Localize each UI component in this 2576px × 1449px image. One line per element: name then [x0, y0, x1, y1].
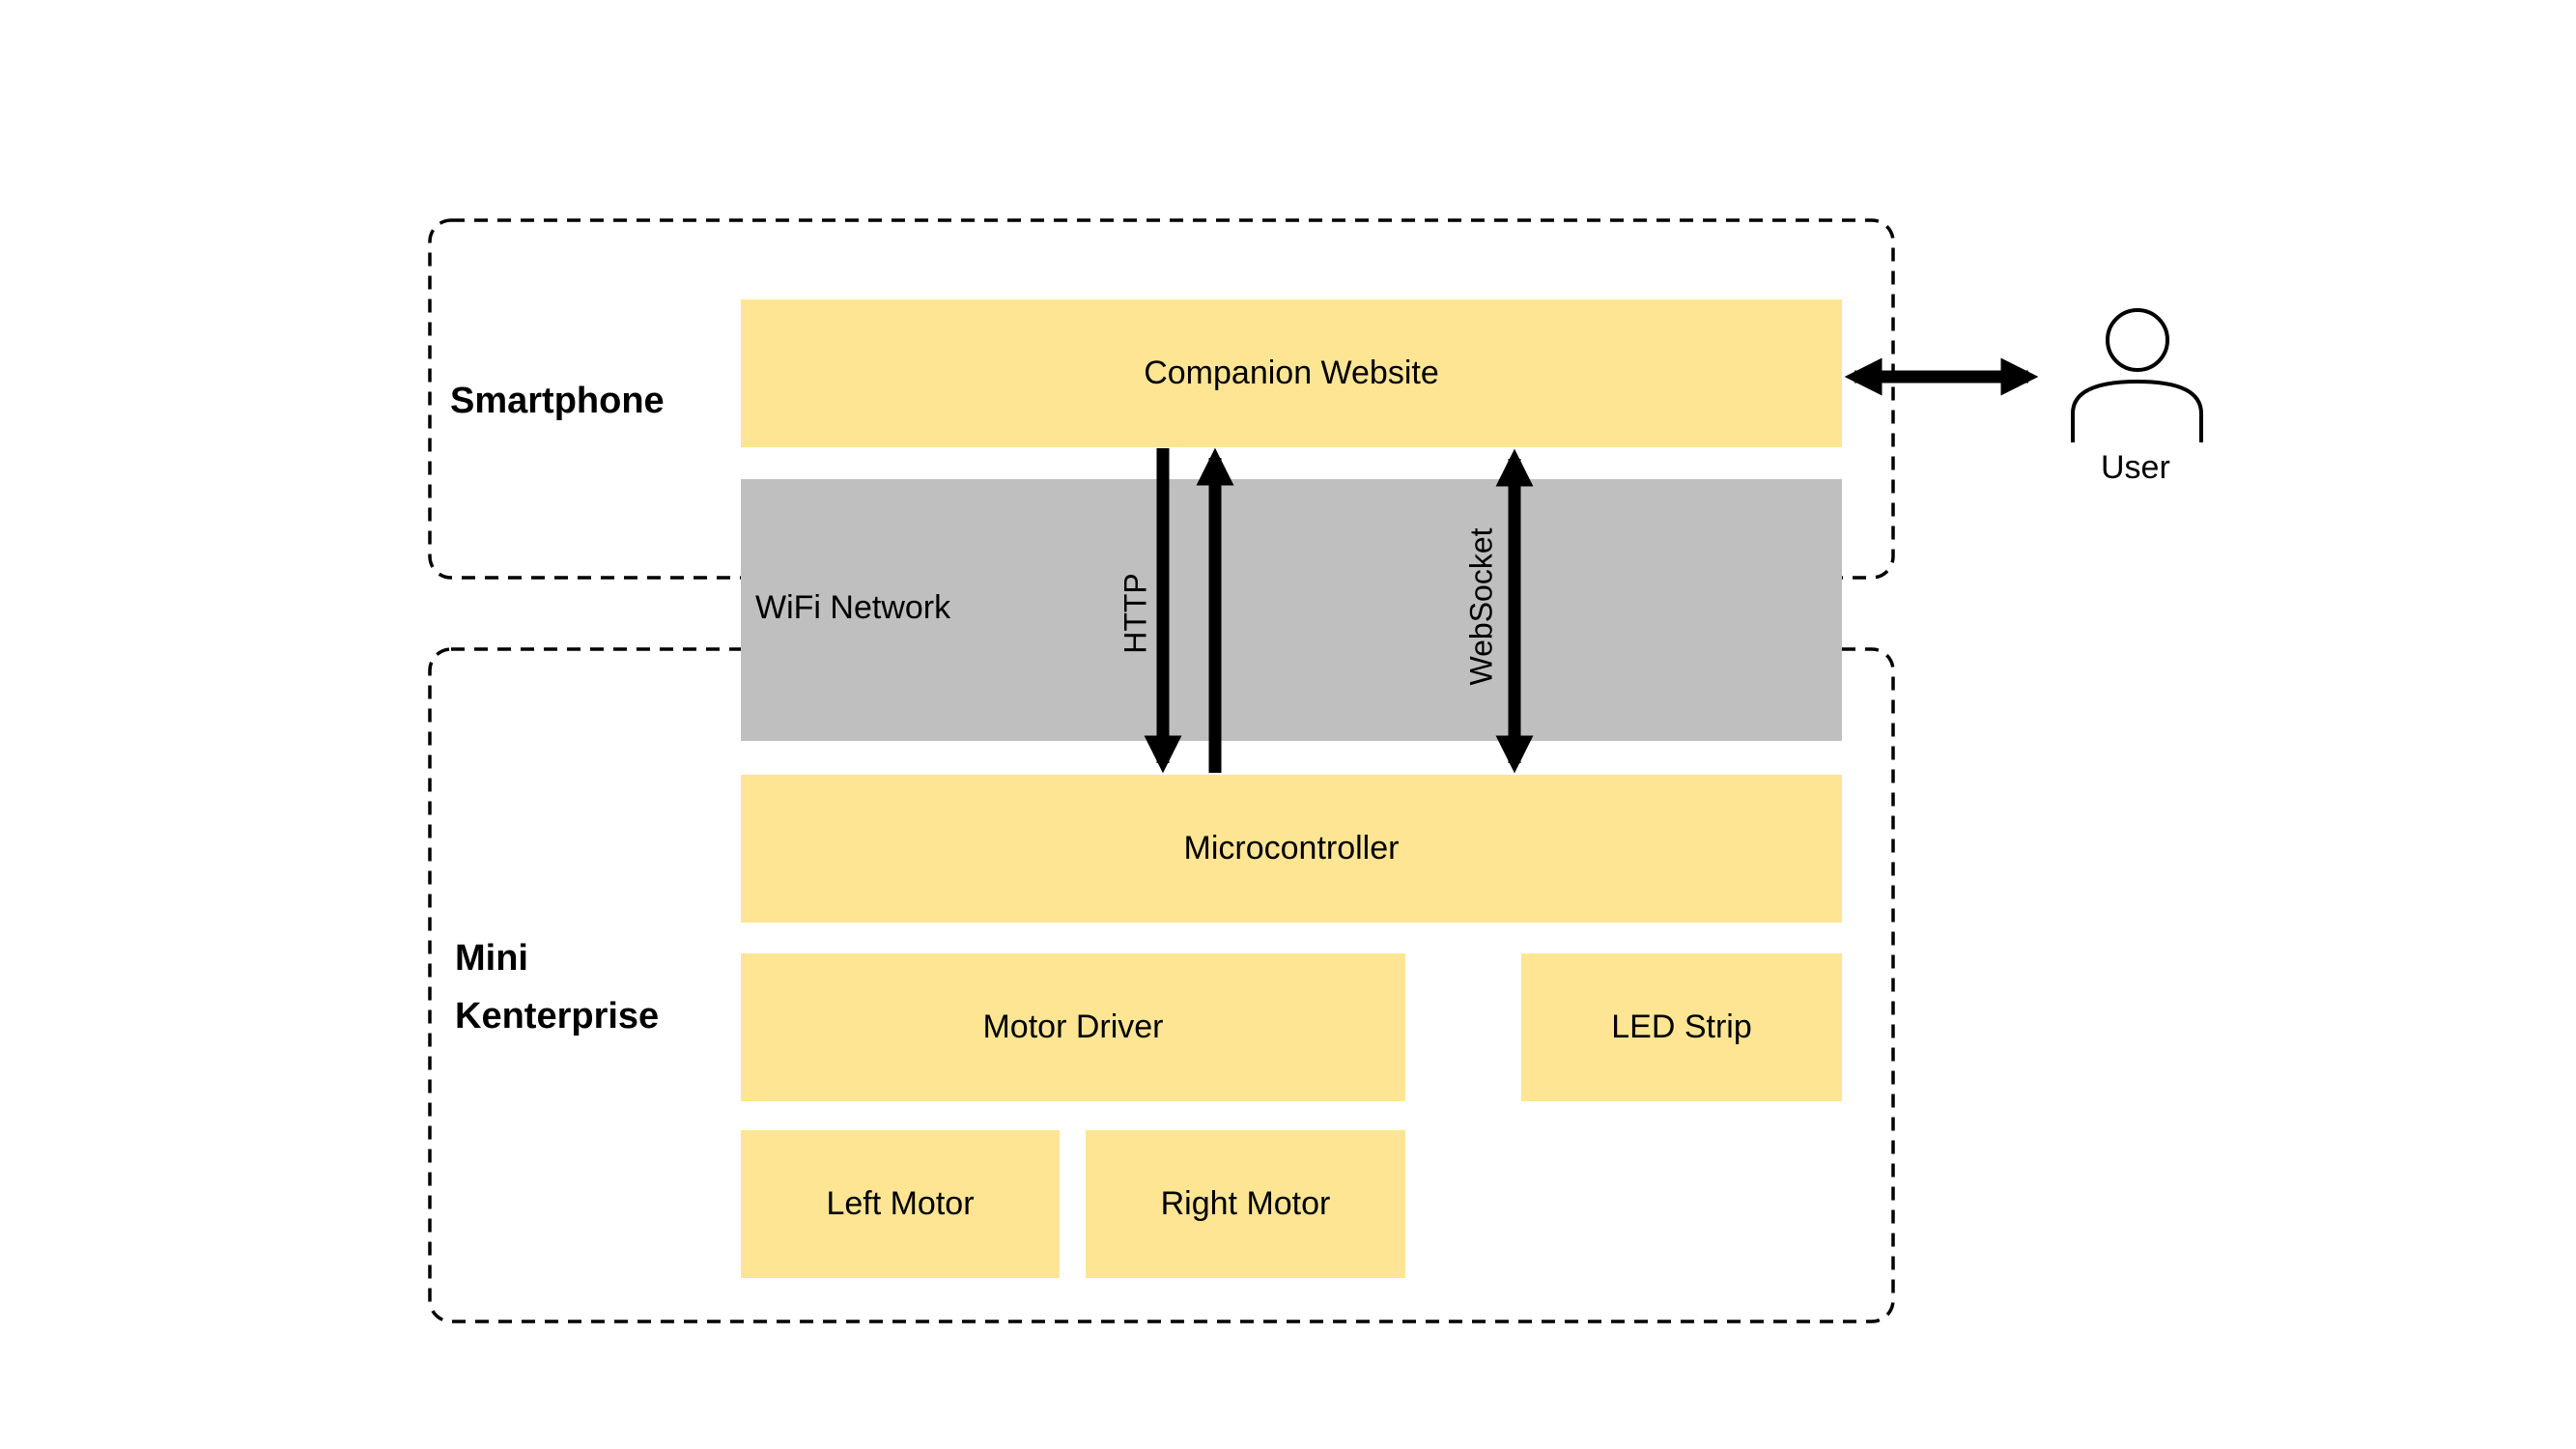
companion-website-label: Companion Website [1144, 355, 1439, 391]
user-label: User [2101, 449, 2170, 486]
robot-group-border [428, 647, 1895, 1323]
person-icon [2071, 308, 2203, 442]
robot-group-label: Mini Kenterprise [455, 938, 660, 1037]
left-motor-box [741, 1130, 1060, 1278]
led-strip-label: LED Strip [1611, 1009, 1752, 1045]
led-strip-box [1521, 953, 1842, 1101]
microcontroller-box [741, 775, 1842, 923]
websocket-label: WebSocket [1463, 527, 1499, 686]
http-label: HTTP [1118, 573, 1153, 654]
smartphone-group-label: Smartphone [450, 381, 665, 421]
right-motor-label: Right Motor [1160, 1185, 1331, 1222]
left-motor-label: Left Motor [826, 1185, 975, 1222]
motor-driver-label: Motor Driver [982, 1009, 1164, 1045]
wifi-network-band [741, 479, 1842, 741]
wifi-network-label: WiFi Network [755, 589, 951, 626]
right-motor-box [1086, 1130, 1405, 1278]
companion-website-box [741, 299, 1842, 447]
motor-driver-box [741, 953, 1405, 1101]
microcontroller-label: Microcontroller [1183, 830, 1400, 867]
